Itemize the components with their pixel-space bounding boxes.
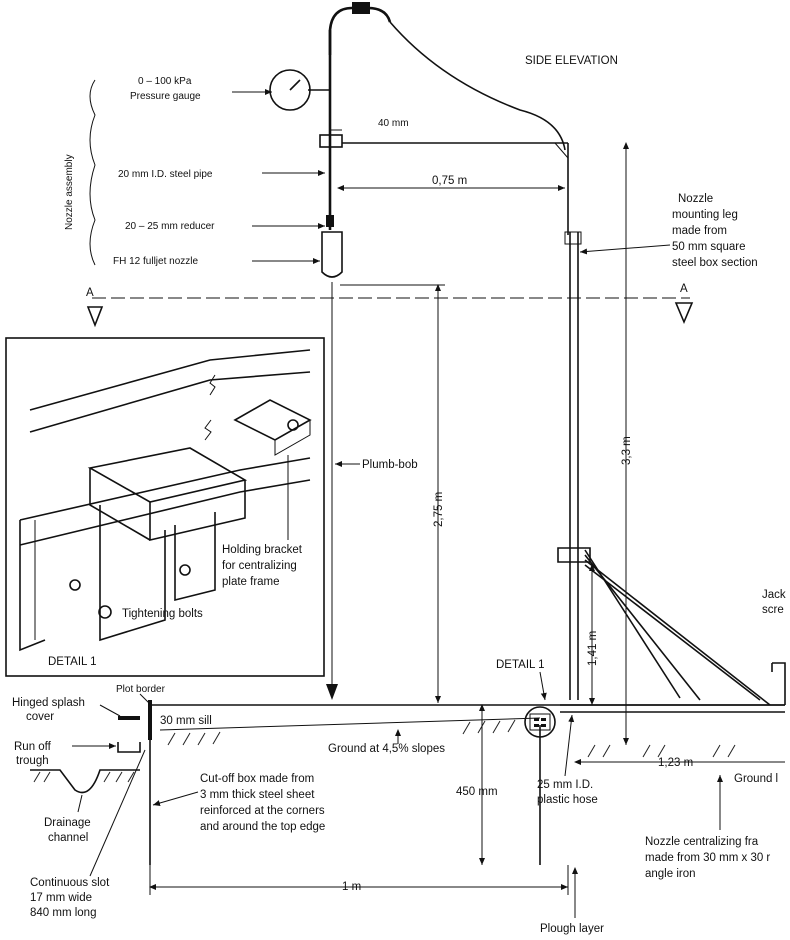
bracket-label-3: plate frame [222,576,280,588]
plough-label: Plough layer [540,923,604,935]
frame-label-3: angle iron [645,868,696,880]
nozzle-label: FH 12 fulljet nozzle [113,256,198,267]
bracket-label-2: for centralizing [222,560,297,572]
drawing-title: SIDE ELEVATION [525,55,618,67]
plot-border-wall [148,700,152,740]
svg-text:Nozzle: Nozzle [678,193,713,205]
cutoff-label-3: reinforced at the corners [200,805,325,817]
hose-label-1: 25 mm I.D. [537,779,593,791]
detail-callout-circle [524,706,556,738]
mast-height-label: 3,3 m [621,436,633,465]
slot-label-1: Continuous slot [30,877,110,889]
bolt-icon [179,564,191,576]
splash-cover [118,716,140,720]
box-depth-label: 450 mm [456,786,498,798]
svg-text:made from: made from [672,225,727,237]
assembly-brace [89,79,96,266]
cutoff-label-1: Cut-off box made from [200,773,314,785]
section-mark-right: A [680,283,688,295]
detail-frame [5,337,325,677]
reducer-label: 20 – 25 mm reducer [125,221,215,232]
frame-label-2: made from 30 mm x 30 r [645,852,770,864]
detail-ref-label: DETAIL 1 [496,659,545,671]
mounting-leg-label: Nozzle mounting leg made from 50 mm squa… [579,193,758,269]
hose-line [389,21,566,151]
ground-hatch-left [33,771,135,783]
drainage-channel-shape [30,769,140,794]
splash-cover-label-2: cover [26,711,54,723]
runoff-trough [117,742,141,753]
drop-height-label: 2,75 m [433,492,445,527]
arm-length-label: 0,75 m [432,175,467,187]
plot-border-label: Plot border [116,684,166,695]
frame-label-1: Nozzle centralizing fra [645,836,759,848]
mounting-leg [564,143,582,700]
cutoff-box [149,725,541,865]
drainage-label-2: channel [48,832,88,844]
splash-cover-label-1: Hinged splash [12,697,85,709]
slot-leader [89,749,146,877]
frame-height-label: 1,41 m [587,631,599,666]
arm-offset-label: 40 mm [378,118,409,129]
section-arrow-right-icon [674,302,694,325]
plumb-bob-icon [326,684,338,700]
pipe-clamp [319,134,343,148]
svg-text:50 mm square: 50 mm square [672,241,746,253]
section-mark-left: A [86,287,94,299]
gauge-range-label: 0 – 100 kPa [138,76,192,87]
cutoff-label-4: and around the top edge [200,821,325,833]
slot-label-3: 840 mm long [30,907,96,919]
frame-base-label: 1,23 m [658,757,693,769]
svg-text:steel box section: steel box section [672,257,758,269]
section-arrow-left-icon [86,306,104,328]
drainage-label-1: Drainage [44,817,91,829]
centralizing-frame [557,547,786,713]
gooseneck-coupling [352,2,370,14]
gauge-name-label: Pressure gauge [130,91,201,102]
slot-label-2: 17 mm wide [30,892,92,904]
sill-label: 30 mm sill [160,715,212,727]
bracket-label-1: Holding bracket [222,544,303,556]
bolt-icon [98,605,112,619]
bolts-label: Tightening bolts [122,608,203,620]
pipe-label: 20 mm I.D. steel pipe [118,169,213,180]
detail-illustration [19,349,312,652]
gauge-needle [289,79,301,91]
cutoff-label-2: 3 mm thick steel sheet [200,789,315,801]
nozzle-assembly [269,2,566,278]
jack-label-1: Jack [762,589,786,601]
hose-label-2: plastic hose [537,794,598,806]
ground-slope-label: Ground at 4,5% slopes [328,743,445,755]
runoff-label-1: Run off [14,741,52,753]
runoff-label-2: trough [16,755,49,767]
detail-title: DETAIL 1 [48,656,97,668]
ground-hatch-plot [167,719,736,758]
assembly-label: Nozzle assembly [64,154,75,230]
ground-slope-line [159,717,541,731]
arm-brace [554,142,569,159]
svg-text:mounting leg: mounting leg [672,209,738,221]
nozzle-body [321,231,343,278]
gooseneck-pipe [328,6,392,55]
box-length-label: 1 m [342,881,361,893]
reducer-fitting [326,215,334,227]
ground-level-label: Ground l [734,773,778,785]
plumb-bob-label: Plumb-bob [362,459,418,471]
bolt-icon [69,579,81,591]
jack-label-2: scre [762,604,784,616]
